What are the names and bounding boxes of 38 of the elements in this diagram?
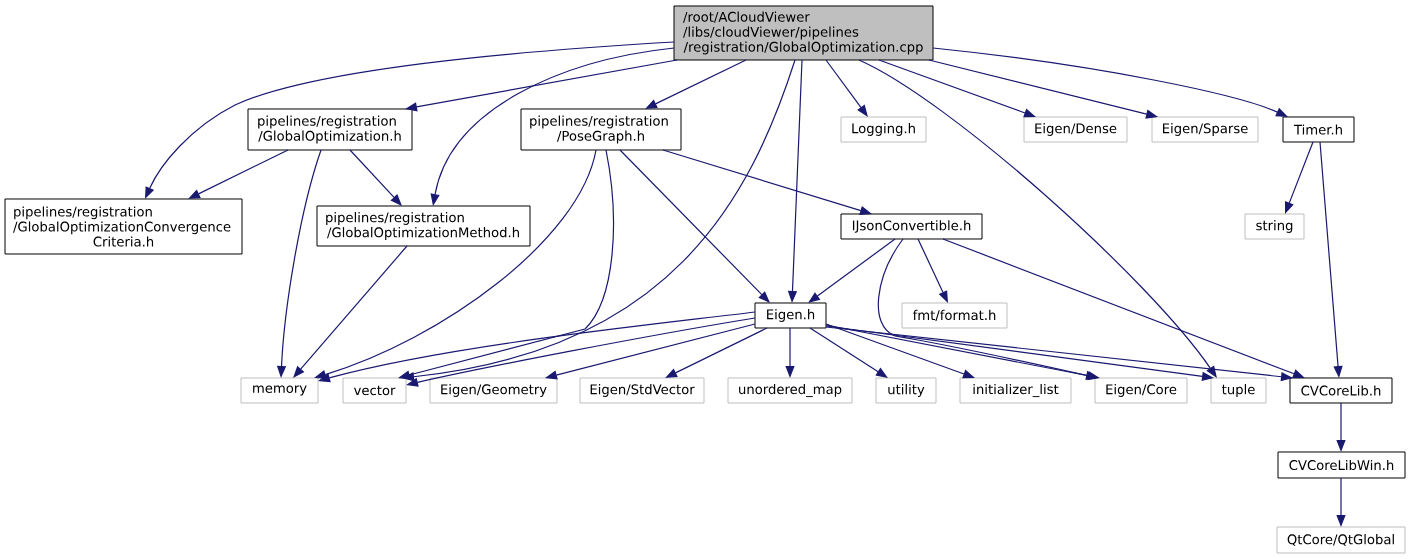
header-box: CVCoreLibWin.h (1277, 451, 1406, 479)
arrow (917, 238, 948, 303)
header-box: pipelines/registration /PoseGraph.h (520, 108, 682, 151)
header-box: Eigen/Dense (1023, 116, 1128, 143)
header-box: pipelines/registration /GlobalOptimizationMethod.h (316, 205, 531, 247)
header-box: Logging.h (840, 116, 927, 143)
header-box: tuple (1210, 377, 1267, 404)
source-file-box: /root/ACloudViewer /libs/cloudViewer/pipelines /registration/GlobalOptimization.cpp (673, 5, 934, 61)
arrow (145, 41, 675, 199)
arrow (808, 238, 896, 303)
header-box: Eigen/Core (1094, 377, 1188, 404)
header-box: pipelines/registration /GlobalOptimizationConvergence Criteria.h (4, 198, 243, 255)
header-box: Eigen.h (754, 302, 827, 329)
header-box: string (1244, 213, 1305, 240)
header-box: vector (342, 377, 407, 404)
header-box: unordered_map (727, 377, 853, 404)
arrow (665, 327, 768, 378)
header-box: Eigen/StdVector (579, 377, 705, 404)
arrow (645, 59, 747, 109)
header-box: Timer.h (1282, 116, 1355, 143)
header-box: pipelines/registration /GlobalOptimization.h (247, 108, 413, 151)
header-box: memory (240, 377, 319, 404)
header-box: initializer_list (959, 377, 1072, 404)
header-box: utility (875, 377, 937, 404)
header-box: Eigen/Geometry (429, 377, 558, 404)
arrow (293, 245, 408, 378)
arrow (825, 59, 868, 117)
header-box: IJsonConvertible.h (840, 213, 983, 240)
arrow (619, 149, 770, 303)
arrow (809, 327, 888, 378)
arrow (858, 59, 1217, 378)
header-box: Eigen/Sparse (1151, 116, 1259, 143)
arrow (932, 47, 1288, 117)
arrow (349, 149, 402, 206)
header-box: fmt/format.h (901, 302, 1008, 329)
header-box: QtCore/QtGlobal (1276, 526, 1406, 554)
arrow (188, 149, 289, 199)
header-box: CVCoreLib.h (1289, 377, 1393, 404)
